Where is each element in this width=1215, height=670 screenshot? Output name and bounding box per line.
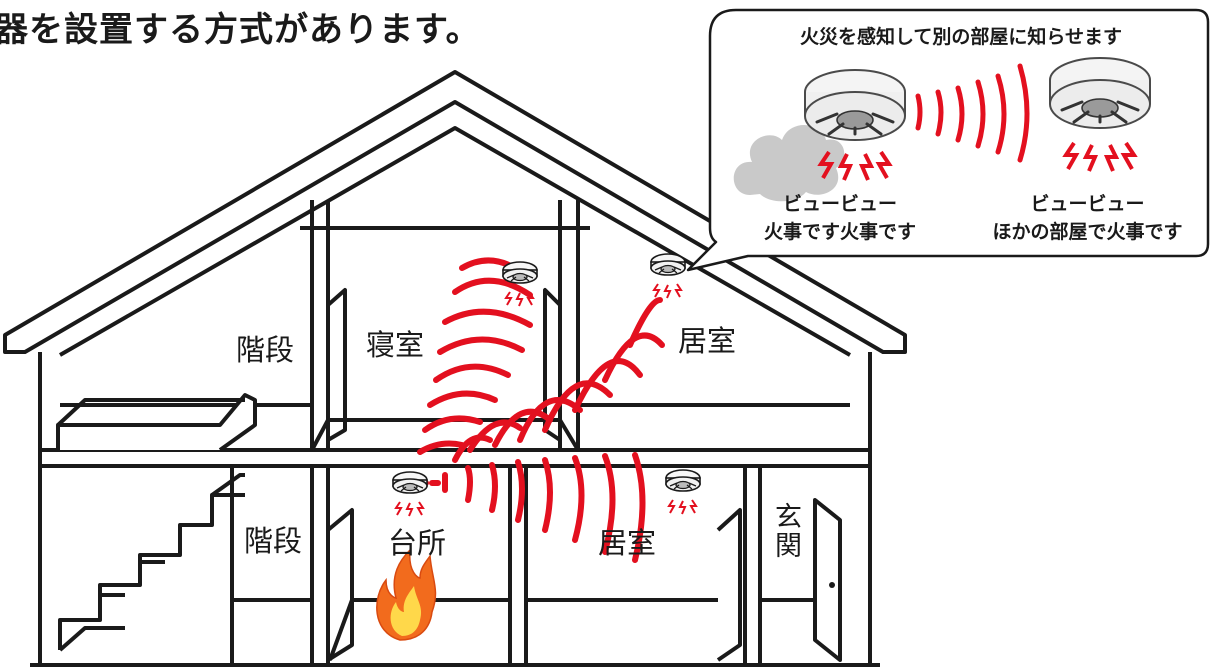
- bubble-left-sound-line1: ビュービュー: [782, 193, 897, 215]
- room-label-stairs-upper: 階段: [236, 333, 295, 367]
- room-label-bedroom: 寝室: [366, 328, 425, 362]
- detector-lower-living-icon: [665, 469, 701, 515]
- bubble-left-sound-line2: 火事です火事です: [763, 221, 916, 243]
- house-structure: [3, 70, 907, 667]
- fire-icon: [376, 548, 437, 641]
- smoke-icon: [733, 124, 845, 202]
- bubble-right-sound: ビュービュー ほかの部屋で火事です: [965, 190, 1210, 246]
- detector-kitchen-icon: [392, 471, 428, 517]
- bubble-title: 火災を感知して別の部屋に知らせます: [799, 26, 1123, 48]
- detector-left-big-icon: [803, 68, 907, 142]
- detector-upper-living-icon: [650, 253, 686, 299]
- wireless-signal-arcs: [417, 257, 665, 563]
- room-label-living-upper: 居室: [678, 324, 737, 358]
- room-label-stairs-lower: 階段: [244, 524, 303, 558]
- page-heading: 器を設置する方式があります。: [0, 10, 481, 50]
- bubble-left-sound: ビュービュー 火事です火事です: [725, 190, 955, 246]
- room-label-kitchen: 台所: [388, 526, 447, 560]
- bubble-right-sound-line2: ほかの部屋で火事です: [992, 221, 1183, 243]
- detector-right-big-icon: [1048, 56, 1152, 130]
- room-label-living-lower: 居室: [598, 526, 657, 560]
- speech-bubble: [686, 8, 1210, 272]
- room-label-entrance: 玄関: [770, 502, 801, 560]
- bubble-right-sound-line1: ビュービュー: [1030, 193, 1145, 215]
